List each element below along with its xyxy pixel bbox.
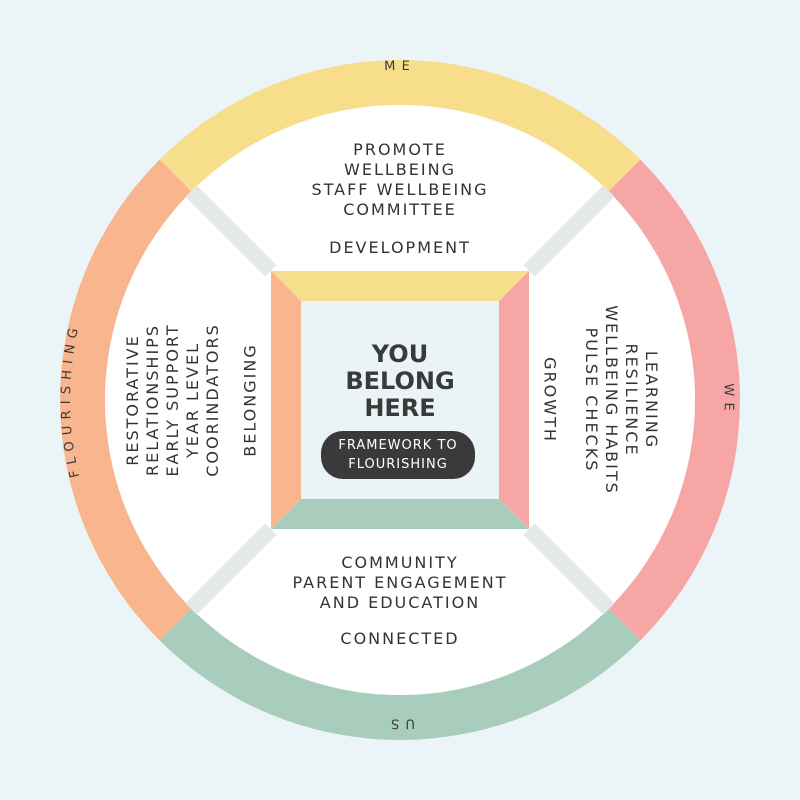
right-quadrant-text-box: LEARNING RESILIENCE WELLBEING HABITS PUL… [566,250,676,550]
right-quadrant-text: LEARNING RESILIENCE WELLBEING HABITS PUL… [581,305,661,495]
frame-top [271,271,529,301]
ring-segment-flourishing [60,159,192,641]
text-line: LEARNING [642,350,661,450]
frame-bottom [271,499,529,529]
text-line: RESTORATIVE [123,334,142,466]
text-line: STAFF WELLBEING [311,180,489,199]
framework-pill: FRAMEWORK TO FLOURISHING [321,431,475,479]
ring-label-flourishing: FLOURISHING [59,321,83,479]
text-line: EARLY SUPPORT [163,323,182,477]
left-quadrant-text-box: RESTORATIVE RELATIONSHIPS EARLY SUPPORT … [118,250,228,550]
text-line: AND EDUCATION [319,593,481,612]
ring-segment-us [159,608,641,740]
text-line: PARENT ENGAGEMENT [292,573,508,592]
ring-segment-we [608,159,740,641]
ring-label-me: ME [384,59,416,74]
right-quadrant-label-box: GROWTH [535,300,565,500]
left-quadrant-label-box: BELONGING [235,300,265,500]
separator [185,185,277,277]
pill-line: FRAMEWORK TO [338,438,458,453]
title-line: YOU [371,340,429,368]
ring-segment-me [159,60,641,192]
text-line: RESILIENCE [622,343,641,457]
text-line: WELLBEING [344,160,456,179]
right-quadrant-label: GROWTH [540,357,560,443]
separator [523,185,615,277]
title-line: HERE [364,394,436,422]
pill-line: FLOURISHING [348,457,448,472]
text-line: COMMITTEE [343,200,457,219]
bottom-quadrant-label: CONNECTED [340,629,460,648]
bottom-quadrant-text: COMMUNITY PARENT ENGAGEMENT AND EDUCATIO… [250,553,550,613]
separator [185,523,277,615]
text-line: PULSE CHECKS [582,327,601,473]
text-line: WELLBEING HABITS [602,305,621,495]
separator [523,523,615,615]
ring-label-us: US [385,715,415,730]
left-quadrant-label: BELONGING [240,343,260,457]
top-quadrant-text: PROMOTE WELLBEING STAFF WELLBEING COMMIT… [270,140,530,220]
title-line: BELONG [345,367,455,395]
text-line: COMMUNITY [341,553,459,572]
frame-left [271,271,301,529]
frame-right [499,271,529,529]
text-line: YEAR LEVEL [183,341,202,459]
center-title: YOU BELONG HERE [301,341,499,422]
left-quadrant-text: RESTORATIVE RELATIONSHIPS EARLY SUPPORT … [123,323,223,477]
ring-label-we: WE [720,383,735,417]
text-line: PROMOTE [353,140,447,159]
text-line: COORINDATORS [203,323,222,477]
top-quadrant-label: DEVELOPMENT [329,238,471,257]
text-line: RELATIONSHIPS [143,324,162,476]
